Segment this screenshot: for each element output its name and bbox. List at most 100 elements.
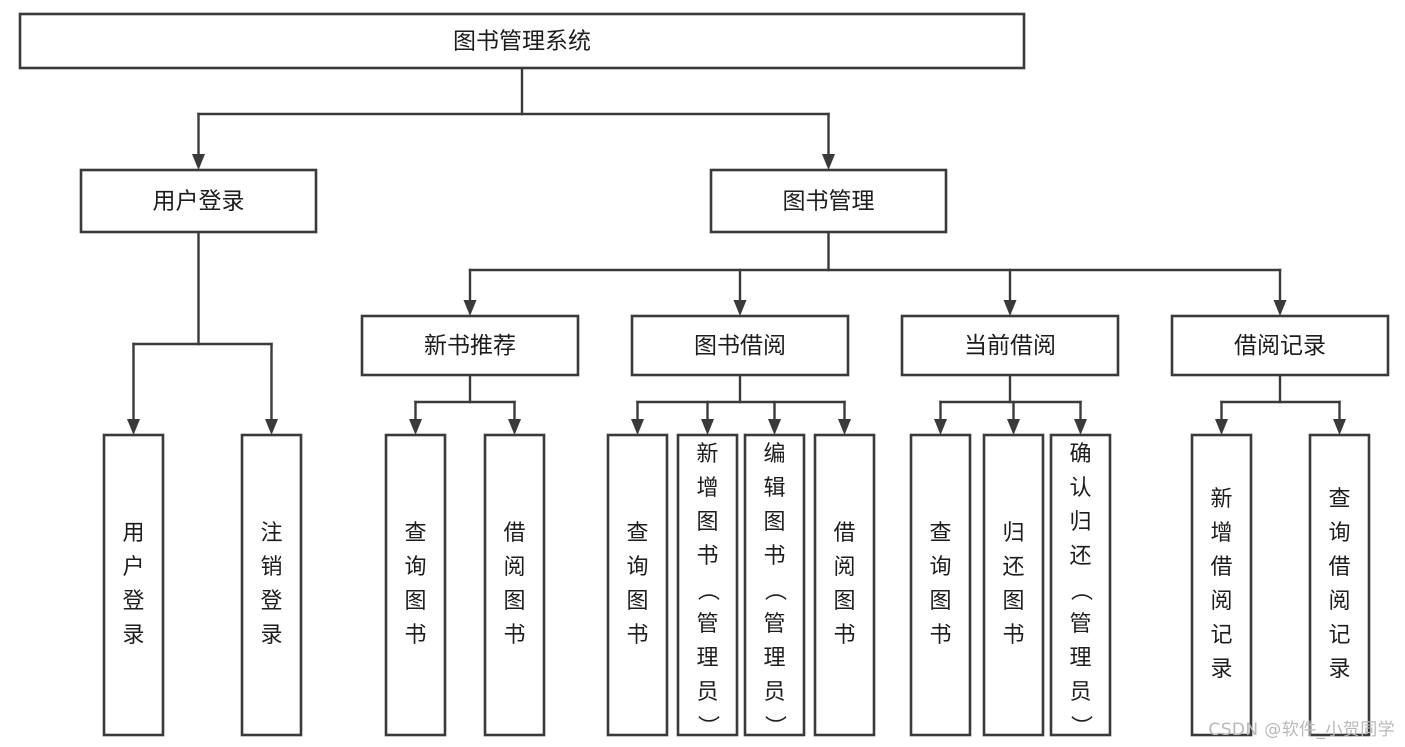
arrow-head-icon bbox=[768, 419, 781, 435]
node-label-char: 管 bbox=[696, 612, 718, 637]
node-label-char: 记 bbox=[1210, 623, 1232, 648]
node-label-char: 记 bbox=[1328, 623, 1350, 648]
node-label-char: 图 bbox=[929, 589, 951, 614]
node-label-char: 阅 bbox=[1328, 589, 1350, 614]
node-box[interactable] bbox=[18, 12, 1026, 70]
arrow-head-icon bbox=[631, 419, 644, 435]
node-label-char: 还 bbox=[1002, 555, 1024, 580]
node-label-char: 图 bbox=[404, 589, 426, 614]
node-label-char: 借 bbox=[833, 521, 855, 546]
node-label-char: 查 bbox=[929, 521, 951, 546]
node-label-char: 辑 bbox=[763, 476, 785, 501]
node-user-login[interactable]: 用户登录 bbox=[79, 168, 318, 234]
node-new-book-recommend[interactable]: 新书推荐 bbox=[360, 314, 580, 377]
arrow-head-icon bbox=[1074, 419, 1087, 435]
arrow-head-icon bbox=[1007, 419, 1020, 435]
node-label-char: 图 bbox=[833, 589, 855, 614]
arrow-head-icon bbox=[1333, 419, 1346, 435]
node-box[interactable] bbox=[909, 433, 972, 737]
node-label-char: 询 bbox=[1328, 521, 1350, 546]
node-box[interactable] bbox=[1170, 314, 1390, 377]
node-label-char: ） bbox=[762, 715, 787, 737]
node-leaf-user-login[interactable]: 用户登录 bbox=[102, 433, 165, 737]
node-label-char: 书 bbox=[404, 623, 426, 648]
node-label-char: 归 bbox=[1069, 510, 1091, 535]
node-box[interactable] bbox=[1190, 433, 1253, 737]
node-label-char: 员 bbox=[1069, 680, 1091, 705]
node-label-char: 登 bbox=[260, 589, 282, 614]
node-box[interactable] bbox=[240, 433, 303, 737]
node-label-char: 理 bbox=[1069, 646, 1091, 671]
node-label-char: 录 bbox=[122, 623, 144, 648]
node-label-char: 录 bbox=[1328, 657, 1350, 682]
node-box[interactable] bbox=[900, 314, 1120, 377]
node-layer: 图书管理系统用户登录图书管理新书推荐图书借阅当前借阅借阅记录用户登录注销登录查询… bbox=[18, 12, 1390, 737]
arrow-head-icon bbox=[701, 419, 714, 435]
node-borrow-record[interactable]: 借阅记录 bbox=[1170, 314, 1390, 377]
node-label-char: 询 bbox=[404, 555, 426, 580]
node-label-char: 新 bbox=[1210, 487, 1232, 512]
node-label-char: 书 bbox=[763, 544, 785, 569]
arrow-head-icon bbox=[463, 300, 477, 316]
node-label-char: 用 bbox=[122, 521, 144, 546]
node-label-char: 阅 bbox=[503, 555, 525, 580]
node-label-char: 查 bbox=[1328, 487, 1350, 512]
node-label-char: ） bbox=[1068, 715, 1093, 737]
node-box[interactable] bbox=[676, 433, 739, 737]
connector-layer bbox=[127, 66, 1346, 435]
node-label-char: 销 bbox=[260, 555, 282, 580]
node-label-char: 理 bbox=[696, 646, 718, 671]
arrow-head-icon bbox=[265, 419, 278, 435]
node-label-char: 理 bbox=[763, 646, 785, 671]
node-box[interactable] bbox=[1308, 433, 1371, 737]
node-box[interactable] bbox=[813, 433, 876, 737]
node-label-char: 阅 bbox=[833, 555, 855, 580]
node-label-char: 书 bbox=[929, 623, 951, 648]
node-box[interactable] bbox=[606, 433, 669, 737]
node-label-char: 图 bbox=[503, 589, 525, 614]
node-label-char: 图 bbox=[763, 510, 785, 535]
node-box[interactable] bbox=[1049, 433, 1112, 737]
node-label-char: 录 bbox=[1210, 657, 1232, 682]
node-label-char: 图 bbox=[696, 510, 718, 535]
node-label-char: 录 bbox=[260, 623, 282, 648]
node-label: 图书管理 bbox=[783, 189, 875, 215]
node-book-manage[interactable]: 图书管理 bbox=[709, 168, 948, 234]
node-label-char: 管 bbox=[1069, 612, 1091, 637]
node-box[interactable] bbox=[360, 314, 580, 377]
node-box[interactable] bbox=[709, 168, 948, 234]
node-label-char: 借 bbox=[1210, 555, 1232, 580]
node-label-char: 登 bbox=[122, 589, 144, 614]
node-box[interactable] bbox=[483, 433, 546, 737]
node-box[interactable] bbox=[630, 314, 850, 377]
node-label-char: 增 bbox=[696, 476, 718, 501]
node-root[interactable]: 图书管理系统 bbox=[18, 12, 1026, 70]
node-book-borrow[interactable]: 图书借阅 bbox=[630, 314, 850, 377]
node-current-borrow[interactable]: 当前借阅 bbox=[900, 314, 1120, 377]
node-label-char: ） bbox=[695, 715, 720, 737]
node-box[interactable] bbox=[79, 168, 318, 234]
node-label-char: 图 bbox=[626, 589, 648, 614]
node-box[interactable] bbox=[102, 433, 165, 737]
node-box[interactable] bbox=[982, 433, 1045, 737]
node-box[interactable] bbox=[743, 433, 806, 737]
node-label: 用户登录 bbox=[153, 189, 245, 215]
node-box[interactable] bbox=[384, 433, 447, 737]
node-label-char: 查 bbox=[404, 521, 426, 546]
node-label-char: 查 bbox=[626, 521, 648, 546]
node-label-char: 归 bbox=[1002, 521, 1024, 546]
node-label-char: 增 bbox=[1210, 521, 1232, 546]
